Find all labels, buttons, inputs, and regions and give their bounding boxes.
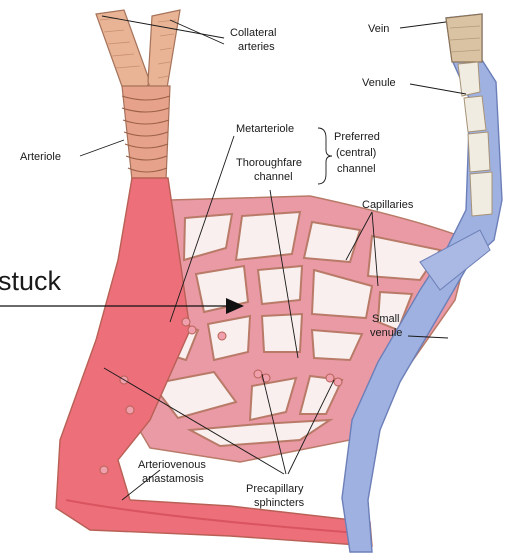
label-vein: Vein — [368, 23, 389, 35]
label-arteriole: Arteriole — [20, 151, 61, 163]
label-av-line1: Arteriovenous — [138, 459, 206, 471]
label-capillaries: Capillaries — [362, 199, 414, 211]
stuck-label: stuck — [0, 266, 62, 296]
label-precap-line1: Precapillary — [246, 483, 304, 495]
label-av-line2: anastamosis — [142, 473, 204, 485]
label-metarteriole: Metarteriole — [236, 123, 294, 135]
label-precap-line2: sphincters — [254, 497, 305, 509]
label-preferred-line3: channel — [337, 163, 376, 175]
label-small-venule-line1: Small — [372, 313, 400, 325]
label-small-venule-line2: venule — [370, 327, 402, 339]
label-collateral-line2: arteries — [238, 41, 275, 53]
label-thoroughfare-line1: Thoroughfare — [236, 157, 302, 169]
arteriole — [122, 86, 170, 180]
label-thoroughfare-line2: channel — [254, 171, 293, 183]
label-venule: Venule — [362, 77, 396, 89]
label-preferred-line1: Preferred — [334, 131, 380, 143]
label-collateral-line1: Collateral — [230, 27, 276, 39]
label-preferred-line2: (central) — [336, 147, 376, 159]
collateral-arteries — [96, 10, 180, 98]
